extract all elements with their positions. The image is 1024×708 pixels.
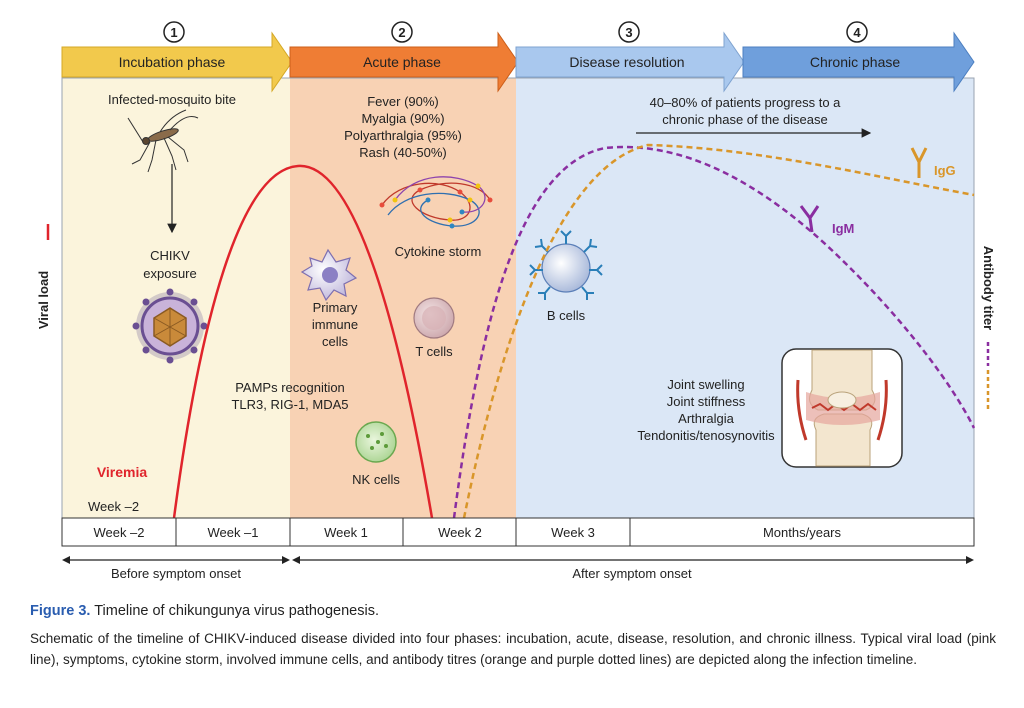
primary-cells-label-1: Primary [313,300,358,315]
after-onset-arrow [292,556,974,564]
igg-label: IgG [934,163,956,178]
mosquito-bite-label: Infected-mosquito bite [108,92,236,107]
timeline-week-2: Week 2 [438,525,482,540]
timeline-week-1: Week 1 [324,525,368,540]
svg-text:3: 3 [625,25,632,40]
phase-number-2: 2 [391,21,413,43]
symptom-rash: Rash (40-50%) [359,145,446,160]
viral-load-axis-label: Viral load [36,224,51,329]
chronic-progress-note-1: 40–80% of patients progress to a [650,95,842,110]
before-onset-label: Before symptom onset [111,566,241,581]
chronic-progress-note-2: chronic phase of the disease [662,112,828,127]
igg-titer-curve [462,143,975,519]
t-cells-label: T cells [415,344,453,359]
timeline-week-minus-1: Week –1 [207,525,258,540]
igg-antibody-icon [910,147,928,178]
timeline-months-years: Months/years [763,525,842,540]
after-onset-label: After symptom onset [572,566,692,581]
phase-arrow-acute [289,31,519,93]
chikv-label: CHIKV [150,248,190,263]
b-cell-icon [529,230,603,300]
phase-number-4: 4 [846,21,868,43]
joint-symptom-tendonitis: Tendonitis/tenosynovitis [637,428,775,443]
acute-background [290,78,516,518]
cytokine-storm-icon [379,176,493,229]
symptom-myalgia: Myalgia (90%) [361,111,444,126]
antibody-titer-axis-label: Antibody titer [981,246,996,412]
pathogenesis-figure: Incubation phase Acute phase Disease res… [36,21,996,581]
phase-number-1: 1 [163,21,185,43]
phase-arrow-resolution [515,31,745,93]
knee-joint-illustration [781,348,903,468]
viral-load-curve [172,164,434,519]
viremia-label: Viremia [97,464,148,480]
t-cell-icon [413,297,455,339]
before-onset-arrow [62,556,290,564]
igm-titer-curve [452,145,976,519]
igm-label: IgM [832,221,854,236]
svg-text:4: 4 [853,25,861,40]
timeline-week-minus-2: Week –2 [93,525,144,540]
joint-symptom-arthralgia: Arthralgia [678,411,734,426]
cytokine-storm-label: Cytokine storm [395,244,482,259]
pamps-label: PAMPs recognition [235,380,345,395]
svg-text:1: 1 [170,25,177,40]
svg-text:Viral load: Viral load [36,271,51,329]
svg-text:Antibody titer: Antibody titer [981,246,996,331]
timeline-row [61,517,975,547]
figure-title: Timeline of chikungunya virus pathogenes… [90,603,379,619]
primary-cells-label-2: immune [312,317,358,332]
b-cells-label: B cells [547,308,586,323]
virus-icon [132,288,208,364]
svg-text:2: 2 [398,25,405,40]
phase-label-acute: Acute phase [363,54,441,70]
phase-number-3: 3 [618,21,640,43]
week-marker-label: Week –2 [88,499,139,514]
resolution-chronic-background [516,78,974,518]
figure-caption-title: Figure 3. Timeline of chikungunya virus … [30,603,996,619]
nk-cells-label: NK cells [352,472,400,487]
phase-label-resolution: Disease resolution [569,54,684,70]
igm-antibody-icon [799,205,820,233]
timeline-week-3: Week 3 [551,525,595,540]
phase-label-chronic: Chronic phase [810,54,900,70]
joint-symptom-stiffness: Joint stiffness [667,394,746,409]
phase-arrow-chronic [742,31,975,93]
primary-immune-cell-icon [300,248,358,302]
symptom-polyarthralgia: Polyarthralgia (95%) [344,128,462,143]
nk-cell-icon [355,421,397,463]
primary-cells-label-3: cells [322,334,349,349]
tlr-label: TLR3, RIG-1, MDA5 [231,397,348,412]
figure-caption-body: Schematic of the timeline of CHIKV-induc… [30,631,996,667]
exposure-label: exposure [143,266,196,281]
figure-number: Figure 3. [30,603,91,619]
phase-label-incubation: Incubation phase [119,54,226,70]
symptom-fever: Fever (90%) [367,94,439,109]
joint-symptom-swelling: Joint swelling [667,377,744,392]
mosquito-icon [127,109,199,173]
phase-arrow-incubation [61,31,293,93]
